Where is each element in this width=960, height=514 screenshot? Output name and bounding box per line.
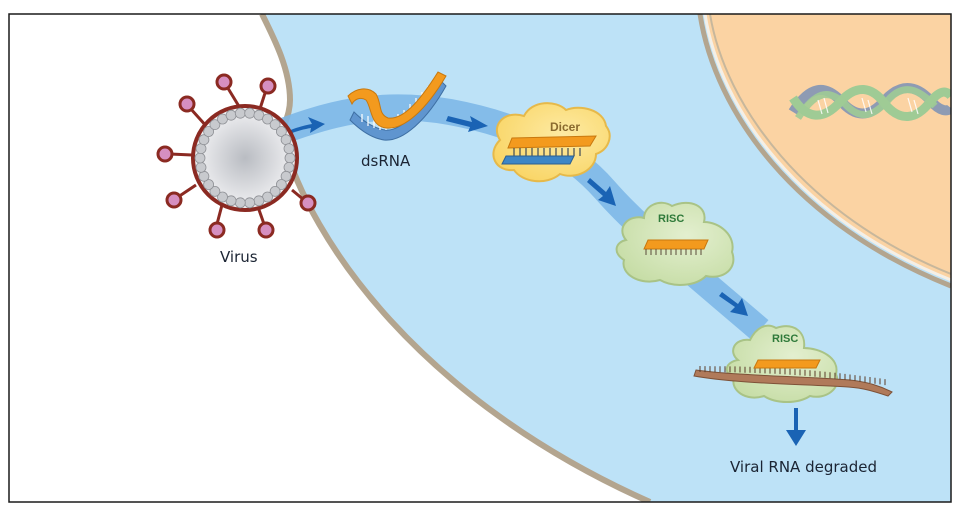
arrow-dsrna-to-dicer xyxy=(446,116,488,132)
risc-complex-2: RISC xyxy=(693,324,893,403)
arrow-risc-to-risc xyxy=(719,292,748,316)
capsid-bead xyxy=(234,107,246,119)
dsrna-molecule xyxy=(347,71,447,141)
capsid-bead xyxy=(244,107,256,119)
capsid-bead xyxy=(280,134,292,146)
outcome-label: Viral RNA degraded xyxy=(730,458,877,476)
capsid-bead xyxy=(262,113,273,125)
nuclear-envelope-inner xyxy=(703,14,951,282)
capsid-bead xyxy=(280,170,292,182)
capsid-bead xyxy=(234,197,246,209)
dsrna-label: dsRNA xyxy=(361,152,411,170)
risc-complex-1: RISC xyxy=(615,201,735,286)
capsid-bead xyxy=(225,109,237,121)
risc-1-label: RISC xyxy=(658,213,684,225)
dna-helix xyxy=(788,83,951,121)
capsid-bead xyxy=(284,152,296,164)
capsid-bead xyxy=(198,134,210,146)
capsid-bead xyxy=(195,161,207,173)
virus-label: Virus xyxy=(220,248,258,266)
risc-2-label: RISC xyxy=(772,333,798,345)
nuclear-envelope-outer xyxy=(697,14,951,289)
capsid-bead xyxy=(217,191,228,203)
capsid-bead xyxy=(275,179,287,190)
dicer-label: Dicer xyxy=(550,120,580,134)
capsid-bead xyxy=(244,197,256,209)
capsid-bead xyxy=(195,143,207,155)
capsid-bead xyxy=(269,119,281,130)
virus xyxy=(156,73,317,239)
capsid-bead xyxy=(198,170,210,182)
capsid-bead xyxy=(203,179,215,190)
capsid-bead xyxy=(283,161,295,173)
capsid-bead xyxy=(269,185,281,197)
capsid-bead xyxy=(209,185,221,197)
arrow-degrade xyxy=(786,408,806,446)
nuclear-envelope-inner-edge xyxy=(709,14,951,275)
nucleus xyxy=(705,14,951,280)
capsid-bead xyxy=(275,126,287,137)
capsid-bead xyxy=(209,119,221,130)
capsid-bead xyxy=(283,143,295,155)
capsid-bead xyxy=(203,126,215,137)
viral-rna-strand xyxy=(693,369,893,397)
arrow-dicer-to-risc xyxy=(587,178,616,206)
capsid-bead xyxy=(253,195,265,207)
figure-frame xyxy=(8,13,952,503)
capsid-bead xyxy=(194,152,206,164)
dicer-enzyme: Dicer xyxy=(492,102,611,183)
